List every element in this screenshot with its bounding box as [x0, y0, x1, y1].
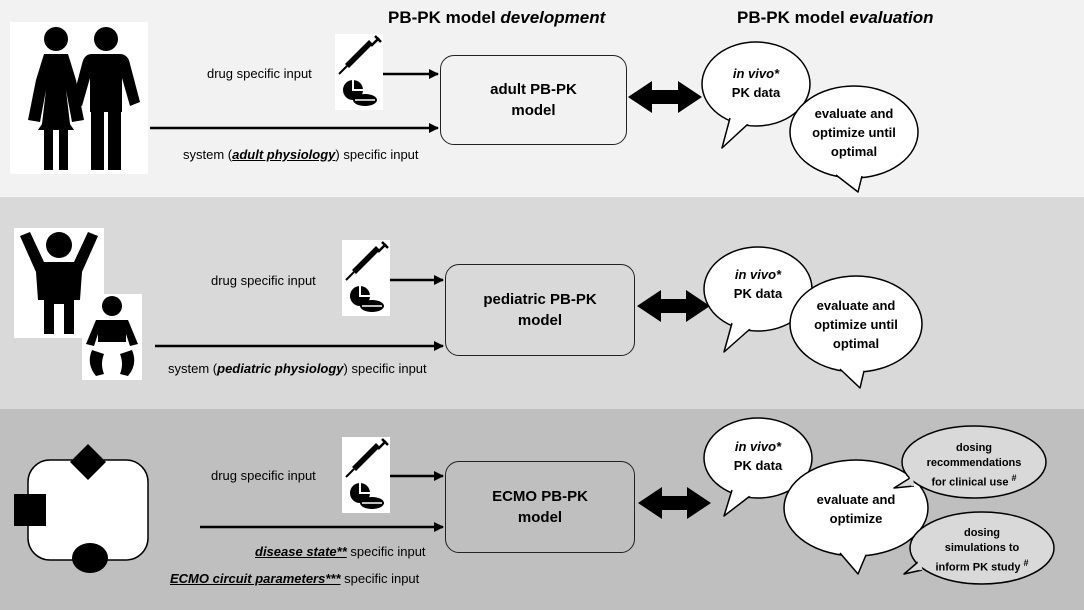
- adult-bubble2-line2: optimize until: [812, 125, 896, 140]
- ecmo-drug-input-label: drug specific input: [211, 468, 316, 483]
- pediatric-system-prefix: system (: [168, 361, 218, 376]
- adult-model-line2: model: [511, 102, 556, 119]
- adult-drug-input-label: drug specific input: [207, 66, 312, 81]
- pills-icon: [343, 80, 377, 106]
- ecmo-model-box: ECMO PB-PK model: [445, 461, 635, 553]
- pediatric-model-line2: model: [517, 312, 563, 329]
- ecmo-bubble3-line1: dosing: [955, 442, 993, 454]
- pills-icon: [350, 483, 384, 509]
- ecmo-circuit-emph: ECMO circuit parameters***: [170, 571, 341, 586]
- adult-bubble2-line1: evaluate and: [814, 106, 894, 121]
- ecmo-disease-input-label: disease state** specific input: [255, 544, 426, 559]
- pediatric-system-emph: pediatric physiology: [217, 361, 344, 376]
- adult-drug-icons: [335, 34, 383, 110]
- evaluation-header: PB-PK model evaluation: [737, 8, 934, 28]
- adult-couple-icon: [10, 22, 148, 174]
- pediatric-bubble-evaluate-text: evaluate and optimize until optimal: [796, 296, 916, 353]
- adult-bubble-pkdata: [701, 41, 811, 149]
- ecmo-double-arrow-icon: [638, 487, 711, 519]
- ecmo-bubble1-line2: PK data: [733, 458, 783, 473]
- ecmo-disease-suffix: specific input: [346, 544, 426, 559]
- adult-bubble-evaluate: [789, 85, 919, 193]
- ecmo-bubble-dosing-simulations: [903, 511, 1055, 585]
- adult-bubble1-line2: PK data: [731, 85, 781, 100]
- ecmo-bubble3-line3-wrap: for clinical use #: [914, 471, 1034, 491]
- pediatric-drug-input-label: drug specific input: [211, 273, 316, 288]
- ecmo-bubble4-mark: #: [1023, 558, 1029, 568]
- ecmo-bubble-dosing-recommendations-text: dosing recommendations for clinical use …: [914, 441, 1034, 491]
- pediatric-bubble2-line2: optimize until: [814, 317, 898, 332]
- ecmo-bubble2-line1: evaluate and: [816, 492, 896, 507]
- ecmo-circuit-suffix: specific input: [340, 571, 420, 586]
- ecmo-bubble4-line1: dosing: [963, 527, 1001, 539]
- adult-model-line1: adult PB-PK: [490, 81, 577, 98]
- ecmo-bubble-evaluate-text: evaluate and optimize: [796, 490, 916, 528]
- evaluation-header-prefix: PB-PK model: [737, 8, 850, 27]
- ecmo-bubble-pkdata-text: in vivo* PK data: [718, 437, 798, 475]
- ecmo-circuit-input-label: ECMO circuit parameters*** specific inpu…: [170, 571, 419, 586]
- pediatric-bubble1-line2: PK data: [733, 286, 783, 301]
- ecmo-model-line2: model: [517, 509, 563, 526]
- pediatric-bubble1-emph: in vivo*: [734, 267, 782, 282]
- adult-system-suffix: ) specific input: [335, 147, 419, 162]
- adult-bubble-evaluate-text: evaluate and optimize until optimal: [794, 104, 914, 161]
- ecmo-bubble4-line2: simulations to: [944, 542, 1020, 554]
- ecmo-bubble3-line2: recommendations: [926, 457, 1022, 469]
- syringe-icon: [338, 35, 382, 75]
- ecmo-bubble-dosing-recommendations: [893, 425, 1047, 499]
- adult-model-box: adult PB-PK model: [440, 55, 627, 145]
- pediatric-double-arrow-icon: [637, 290, 710, 322]
- adult-system-prefix: system (: [183, 147, 233, 162]
- pediatric-bubble-pkdata: [703, 246, 813, 353]
- syringe-icon: [345, 241, 389, 281]
- development-header-emph: development: [500, 8, 606, 27]
- adult-bubble2-line3: optimal: [830, 144, 878, 159]
- pediatric-bubble-pkdata-text: in vivo* PK data: [718, 265, 798, 303]
- ecmo-bubble3-line3: for clinical use: [931, 476, 1009, 489]
- ecmo-model-line1: ECMO PB-PK: [492, 488, 588, 505]
- ecmo-bubble4-line3: inform PK study: [935, 561, 1021, 574]
- ecmo-disease-emph: disease state**: [255, 544, 347, 559]
- pediatric-model-box: pediatric PB-PK model: [445, 264, 635, 356]
- ecmo-circuit-icon: [10, 440, 150, 578]
- pediatric-model-line1: pediatric PB-PK: [483, 291, 597, 308]
- pediatric-bubble-evaluate: [789, 275, 923, 389]
- pediatric-drug-icons: [342, 240, 390, 316]
- ecmo-bubble-dosing-simulations-text: dosing simulations to inform PK study #: [922, 526, 1042, 576]
- ecmo-bubble-evaluate: [783, 459, 929, 575]
- ecmo-bubble4-line3-wrap: inform PK study #: [922, 556, 1042, 576]
- adult-double-arrow-icon: [628, 81, 702, 113]
- ecmo-drug-icons: [342, 437, 390, 513]
- adult-system-emph: adult physiology: [232, 147, 336, 162]
- ecmo-bubble1-emph: in vivo*: [734, 439, 782, 454]
- adult-bubble1-emph: in vivo*: [732, 66, 780, 81]
- development-header-prefix: PB-PK model: [388, 8, 501, 27]
- pills-icon: [350, 286, 384, 312]
- pediatric-bubble2-line3: optimal: [832, 336, 880, 351]
- adult-bubble-pkdata-text: in vivo* PK data: [716, 64, 796, 102]
- syringe-icon: [345, 438, 389, 478]
- ecmo-bubble3-mark: #: [1011, 473, 1017, 483]
- baby-icon: [82, 294, 142, 380]
- evaluation-header-emph: evaluation: [849, 8, 934, 27]
- ecmo-bubble2-line2: optimize: [829, 511, 883, 526]
- development-header: PB-PK model development: [388, 8, 605, 28]
- pediatric-system-suffix: ) specific input: [343, 361, 427, 376]
- pediatric-system-input-label: system (pediatric physiology) specific i…: [168, 361, 427, 376]
- pediatric-bubble2-line1: evaluate and: [816, 298, 896, 313]
- adult-system-input-label: system (adult physiology) specific input: [183, 147, 419, 162]
- ecmo-bubble-pkdata: [703, 417, 813, 517]
